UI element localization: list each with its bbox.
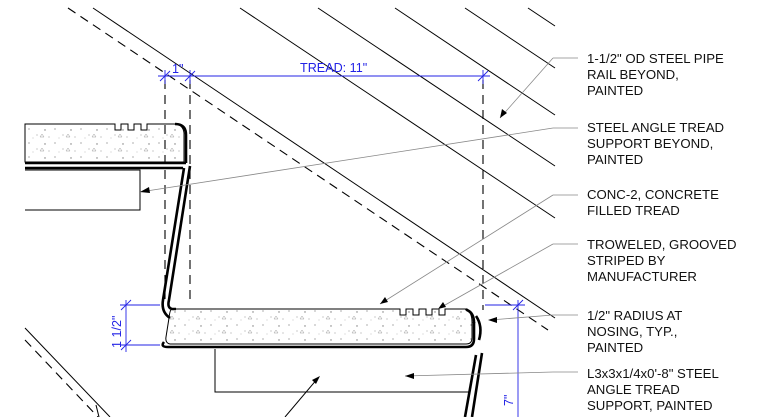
stair-pan-riser [161,122,484,417]
note-line: 1-1/2" OD STEEL PIPE [587,51,724,66]
note-line: STEEL ANGLE TREAD [587,120,724,135]
note-line: SUPPORT BEYOND, [587,136,713,151]
riser-dimension: 7" [502,395,516,406]
upper-tread [24,123,186,211]
pipe-rail-lines [67,7,556,331]
dimension-lines [120,70,525,417]
note-concrete: CONC-2, CONCRETE FILLED TREAD [587,187,719,218]
note-line: RAIL BEYOND, [587,67,679,82]
lower-tread [165,308,473,393]
note-line: MANUFACTURER [587,269,697,284]
projection-lines [164,80,484,310]
tread-thickness-dimension: 1 1/2" [110,316,124,348]
lower-diagonal-lines [24,327,111,417]
note-pipe-rail: 1-1/2" OD STEEL PIPE RAIL BEYOND, PAINTE… [587,51,724,98]
note-angle-support: L3x3x1/4x0'-8" STEEL ANGLE TREAD SUPPORT… [587,366,719,413]
note-grooved: TROWELED, GROOVED STRIPED BY MANUFACTURE… [587,237,736,284]
note-line: STRIPED BY [587,253,666,268]
note-line: PAINTED [587,83,643,98]
nosing-dimension: 1" [172,62,183,76]
note-line: PAINTED [587,340,643,355]
note-line: CONC-2, CONCRETE [587,187,719,202]
note-nosing-radius: 1/2" RADIUS AT NOSING, TYP., PAINTED [587,308,682,355]
leader-lines [139,57,578,417]
note-line: NOSING, TYP., [587,324,677,339]
note-line: L3x3x1/4x0'-8" STEEL [587,366,719,381]
note-line: SUPPORT, PAINTED [587,398,713,413]
note-line: TROWELED, GROOVED [587,237,736,252]
note-line: ANGLE TREAD [587,382,680,397]
note-angle-support-beyond: STEEL ANGLE TREAD SUPPORT BEYOND, PAINTE… [587,120,724,167]
note-line: 1/2" RADIUS AT [587,308,682,323]
tread-dimension: TREAD: 11" [300,61,367,75]
note-line: FILLED TREAD [587,203,680,218]
note-line: PAINTED [587,152,643,167]
